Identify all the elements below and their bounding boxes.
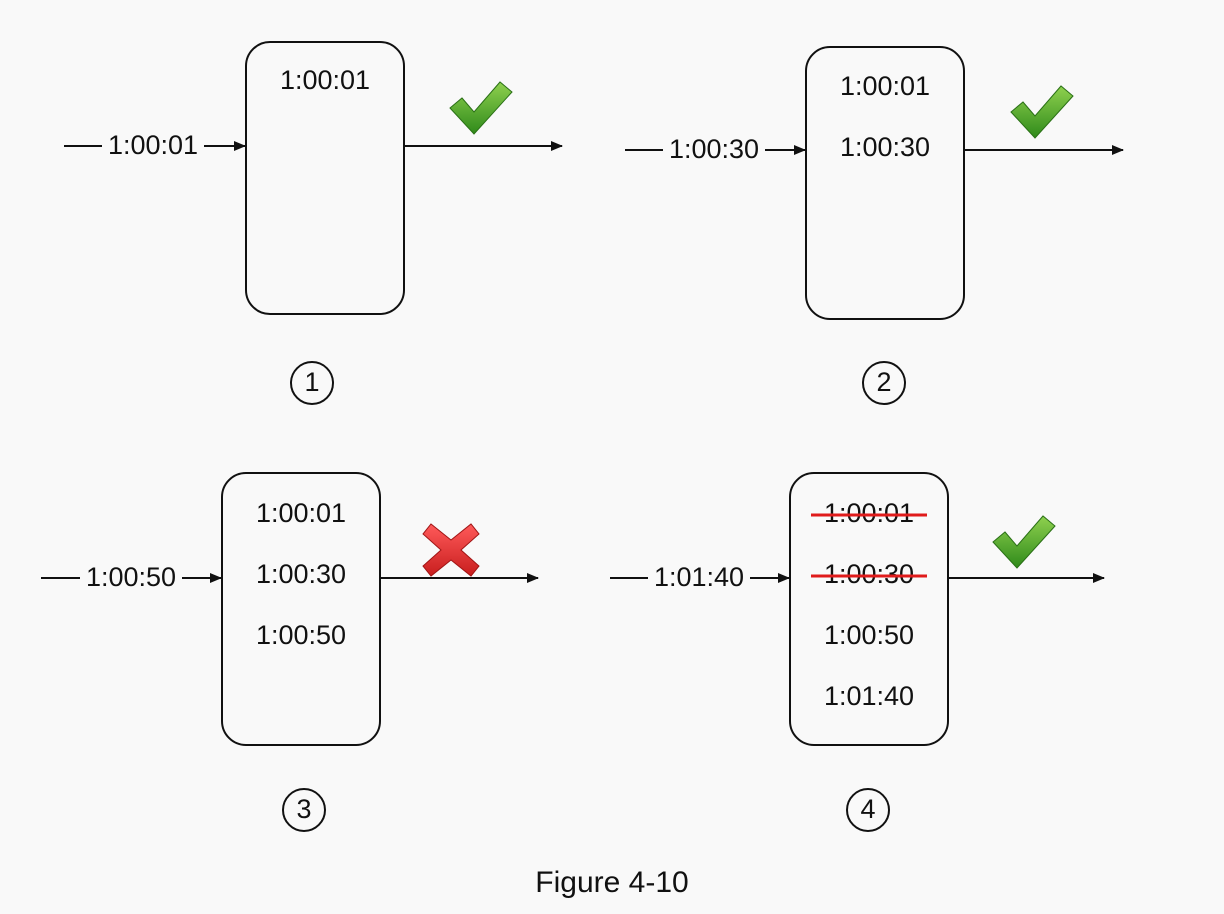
figure-caption: Figure 4-10	[535, 866, 689, 899]
log-box	[805, 46, 965, 320]
step-number-circle	[282, 788, 326, 832]
step-number: 1	[304, 367, 319, 397]
check-icon	[992, 515, 1056, 569]
panel-4: 1:01:40 1:00:01 1:00:30 1:00:50 1:01:40 4	[610, 472, 1105, 832]
log-entry: 1:00:30	[256, 559, 346, 589]
log-entry: 1:00:50	[256, 620, 346, 650]
log-entry: 1:00:01	[256, 498, 346, 528]
log-entry: 1:00:01	[840, 71, 930, 101]
step-number-circle	[862, 361, 906, 405]
step-number: 2	[876, 367, 891, 397]
log-entry: 1:00:30	[840, 132, 930, 162]
log-box	[245, 41, 405, 315]
incoming-request-timestamp: 1:00:50	[86, 562, 176, 592]
step-number-circle	[290, 361, 334, 405]
incoming-request-timestamp: 1:01:40	[654, 562, 744, 592]
panel-2: 1:00:30 1:00:01 1:00:30 2	[625, 46, 1124, 405]
step-number-circle	[846, 788, 890, 832]
cross-icon	[422, 523, 480, 577]
log-entry: 1:00:01	[280, 65, 370, 95]
log-entry: 1:00:30	[824, 559, 914, 589]
log-box	[789, 472, 949, 746]
step-number: 4	[860, 794, 875, 824]
panel-3: 1:00:50 1:00:01 1:00:30 1:00:50 3	[41, 472, 539, 832]
incoming-request-timestamp: 1:00:01	[108, 130, 198, 160]
log-box	[221, 472, 381, 746]
step-number: 3	[296, 794, 311, 824]
check-icon	[449, 81, 513, 135]
panel-1: 1:00:01 1:00:01 1	[64, 41, 563, 405]
log-entry: 1:00:01	[824, 498, 914, 528]
check-icon	[1010, 85, 1074, 139]
log-entry: 1:01:40	[824, 681, 914, 711]
incoming-request-timestamp: 1:00:30	[669, 134, 759, 164]
log-entry: 1:00:50	[824, 620, 914, 650]
